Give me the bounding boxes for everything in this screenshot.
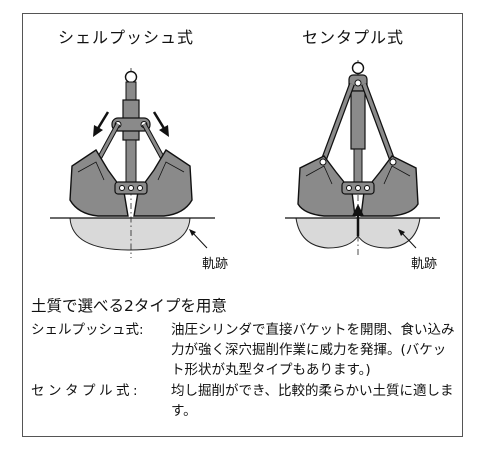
center-pull-title: センタプル式 <box>302 28 405 47</box>
shell-push-arrow-right <box>152 111 167 131</box>
section-heading: 土質で選べる2タイプを用意 <box>31 297 227 315</box>
shell-push-top-eye <box>124 70 138 84</box>
center-pull-diagram <box>285 60 440 258</box>
center-pull-top-eye <box>351 61 365 75</box>
shell-push-trajectory-label: 軌跡 <box>202 257 229 272</box>
center-pull-description: 均し掘削ができ、比較的柔らかい土質に適します。 <box>171 383 454 419</box>
shell-push-left-bucket <box>69 149 129 217</box>
shell-push-title: シェルプッシュ式 <box>58 28 195 47</box>
shell-push-right-bucket <box>133 149 193 217</box>
center-pull-trajectory-label: 軌跡 <box>411 257 438 272</box>
center-pull-term: センタプル式: <box>31 383 142 399</box>
shell-push-trajectory <box>69 217 191 251</box>
shell-push-diagram <box>50 68 215 258</box>
grab-bucket-diagrams <box>50 60 440 258</box>
shell-push-arrow-left <box>95 111 110 131</box>
center-pull-right-bucket <box>360 155 419 217</box>
shell-push-description: 油圧シリンダで直接バケットを開閉、食い込み力が強く深穴掘削作業に威力を発揮。(バ… <box>171 322 455 378</box>
center-pull-cylinder <box>350 90 366 150</box>
center-pull-left-bucket <box>297 155 356 217</box>
shell-push-term: シェルプッシュ式: <box>31 322 144 338</box>
